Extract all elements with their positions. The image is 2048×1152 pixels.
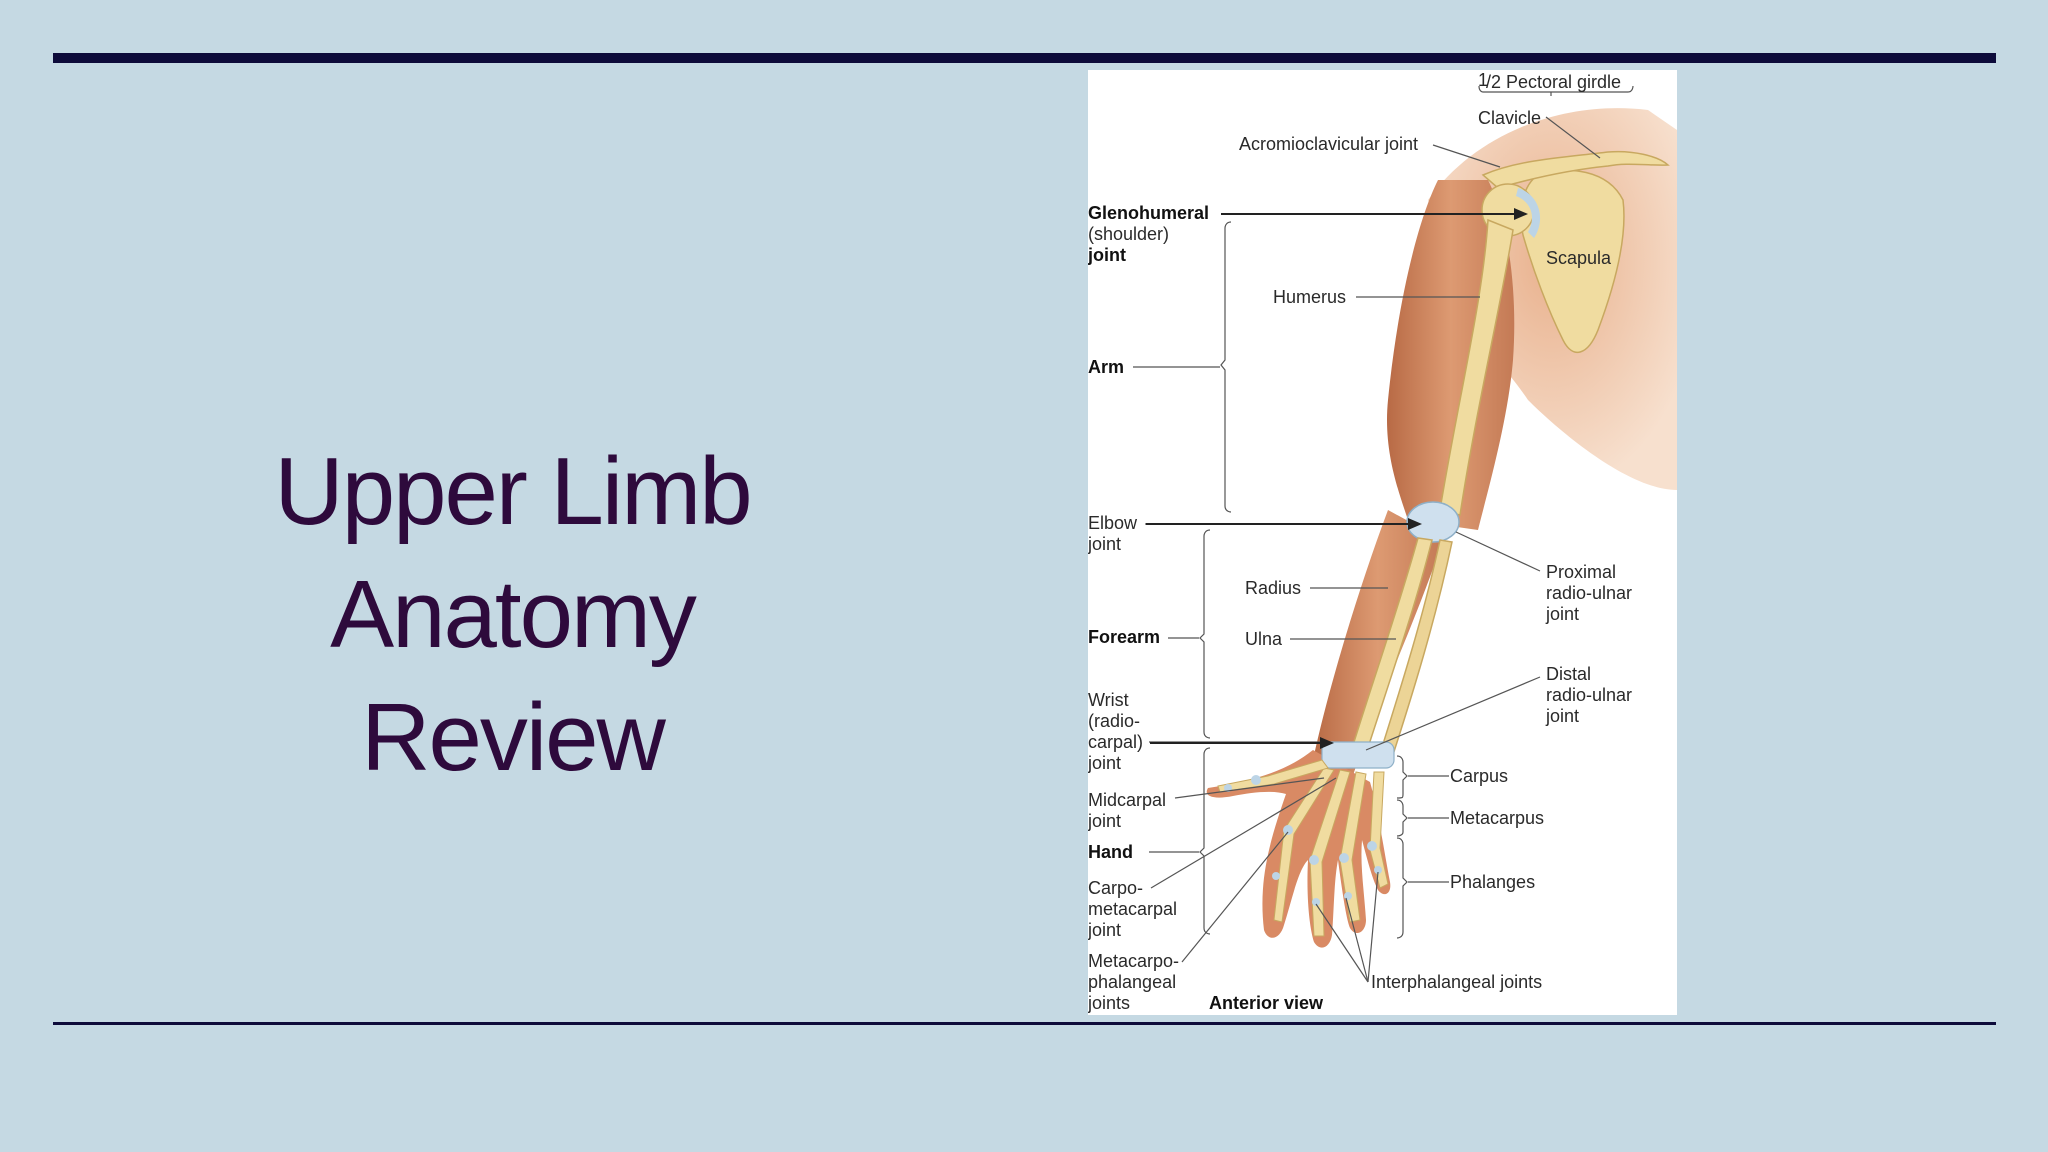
label-glenohumeral-2: (shoulder) bbox=[1088, 224, 1169, 244]
label-wrist-1: Wrist bbox=[1088, 690, 1129, 710]
label-glenohumeral-1: Glenohumeral bbox=[1088, 203, 1209, 223]
label-pectoral-frac: 1 bbox=[1478, 70, 1488, 90]
label-ulna: Ulna bbox=[1245, 629, 1283, 649]
title-line-3: Review bbox=[361, 684, 666, 791]
upper-limb-diagram: 1 /2 Pectoral girdle Clavicle Acromiocla… bbox=[1088, 70, 1677, 1013]
title-line-2: Anatomy bbox=[330, 561, 697, 668]
label-interphalangeal-joints: Interphalangeal joints bbox=[1371, 972, 1542, 992]
label-distal-3: joint bbox=[1545, 706, 1579, 726]
elbow-joint-bone bbox=[1406, 501, 1460, 543]
label-glenohumeral-3: joint bbox=[1088, 245, 1126, 265]
label-mcp-3: joints bbox=[1088, 993, 1130, 1013]
label-phalanges: Phalanges bbox=[1450, 872, 1535, 892]
label-cmc-2: metacarpal bbox=[1088, 899, 1177, 919]
label-hand: Hand bbox=[1088, 842, 1133, 862]
label-scapula: Scapula bbox=[1546, 248, 1612, 268]
scapula-bone bbox=[1520, 169, 1625, 354]
humerus-bone bbox=[1439, 218, 1514, 516]
label-radius: Radius bbox=[1245, 578, 1301, 598]
label-pectoral-girdle: /2 Pectoral girdle bbox=[1486, 72, 1621, 92]
label-mcp-1: Metacarpo- bbox=[1088, 951, 1179, 971]
top-rule bbox=[53, 53, 1996, 63]
label-proximal-3: joint bbox=[1545, 604, 1579, 624]
label-carpus: Carpus bbox=[1450, 766, 1508, 786]
label-mcp-2: phalangeal bbox=[1088, 972, 1176, 992]
finger-joint-cartilage bbox=[1224, 775, 1382, 906]
label-metacarpus: Metacarpus bbox=[1450, 808, 1544, 828]
label-cmc-1: Carpo- bbox=[1088, 878, 1143, 898]
label-proximal-1: Proximal bbox=[1546, 562, 1616, 582]
label-midcarpal-1: Midcarpal bbox=[1088, 790, 1166, 810]
label-arm: Arm bbox=[1088, 357, 1124, 377]
upper-limb-figure: 1 /2 Pectoral girdle Clavicle Acromiocla… bbox=[1088, 70, 1677, 1015]
label-humerus: Humerus bbox=[1273, 287, 1346, 307]
label-wrist-2: (radio- bbox=[1088, 711, 1140, 731]
label-distal-2: radio-ulnar bbox=[1546, 685, 1632, 705]
label-forearm: Forearm bbox=[1088, 627, 1160, 647]
label-distal-1: Distal bbox=[1546, 664, 1591, 684]
label-acromioclavicular-joint: Acromioclavicular joint bbox=[1239, 134, 1418, 154]
slide-title: Upper Limb Anatomy Review bbox=[170, 430, 855, 799]
clavicle-bone bbox=[1481, 150, 1670, 189]
bottom-rule bbox=[53, 1022, 1996, 1025]
label-wrist-3: carpal) bbox=[1088, 732, 1143, 752]
joint-arrows bbox=[1146, 208, 1528, 749]
label-elbow-2: joint bbox=[1088, 534, 1121, 554]
title-line-1: Upper Limb bbox=[274, 438, 752, 545]
label-anterior-view: Anterior view bbox=[1209, 993, 1324, 1013]
label-clavicle: Clavicle bbox=[1478, 108, 1541, 128]
label-cmc-3: joint bbox=[1088, 920, 1121, 940]
carpal-bones bbox=[1321, 741, 1395, 769]
label-midcarpal-2: joint bbox=[1088, 811, 1121, 831]
hand-skin bbox=[1206, 750, 1391, 948]
label-proximal-2: radio-ulnar bbox=[1546, 583, 1632, 603]
label-wrist-4: joint bbox=[1088, 753, 1121, 773]
label-elbow-1: Elbow bbox=[1088, 513, 1138, 533]
glenoid-cartilage bbox=[1516, 188, 1541, 238]
